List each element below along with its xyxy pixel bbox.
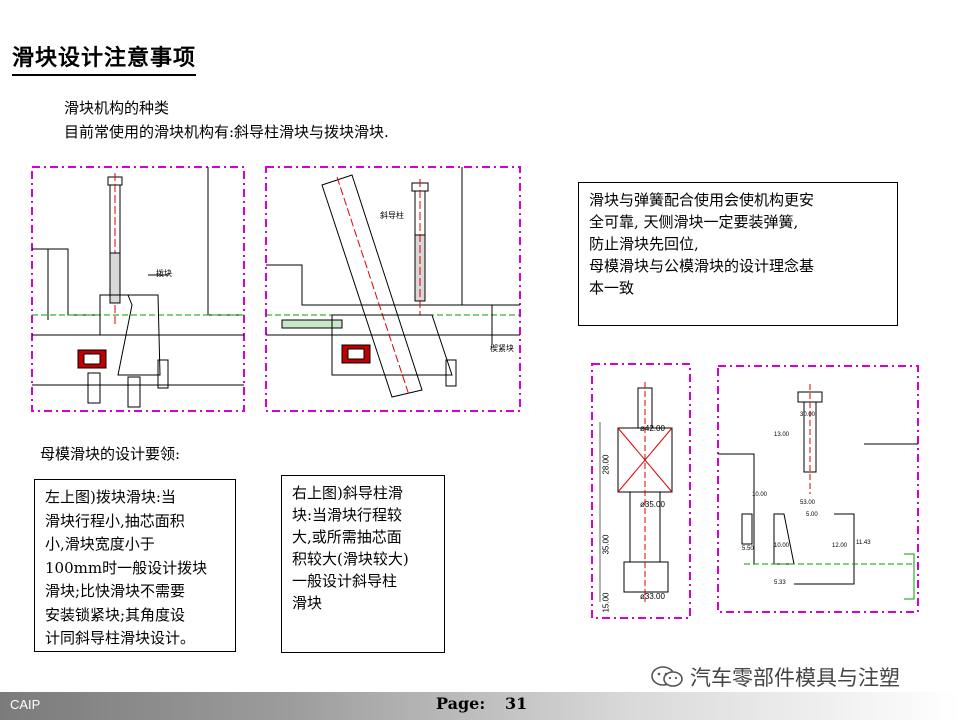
angle-pin-note: 右上图)斜导柱滑 块:当滑块行程较 大,或所需抽芯面 积较大(滑块较大) 一般设… (281, 475, 445, 653)
dim-b-2: 13.00 (774, 432, 790, 438)
figure-angle-pin-slider (265, 166, 521, 412)
callout-angle-pin: 斜导柱 (380, 211, 404, 220)
intro-text: 滑块机构的种类 目前常使用的滑块机构有:斜导柱滑块与拨块滑块. (64, 96, 389, 144)
dim-a-1: ø42.00 (640, 424, 665, 433)
page-label: Page: (436, 694, 486, 713)
dim-b-1: 30.00 (800, 412, 816, 418)
spring-note-line: 母模滑块与公模滑块的设计理念基 (589, 257, 815, 275)
dim-b-5: 5.00 (806, 512, 818, 518)
spring-note-line: 全可靠, 天侧滑块一定要装弹簧, (589, 213, 799, 231)
dim-a-3: ø35.00 (640, 500, 665, 509)
footer-bar (0, 692, 960, 720)
dim-a-2: 28.00 (601, 454, 611, 475)
block-slider-note: 左上图)拨块滑块:当 滑块行程小,抽芯面积 小,滑块宽度小于 100mm时一般设… (34, 479, 236, 652)
angle-note-line: 滑块 (292, 594, 323, 612)
spring-note-line: 本一致 (589, 279, 635, 297)
dim-b-6: 5.50 (742, 546, 754, 552)
page-number: 31 (505, 694, 528, 713)
dim-b-9: 11.43 (856, 540, 871, 546)
block-note-line: 滑块行程小,抽芯面积 (45, 511, 185, 530)
wechat-icon (651, 666, 683, 687)
callout-block: 拨块 (156, 269, 172, 278)
dim-a-4: 35.00 (601, 534, 611, 555)
dim-b-4: 53.00 (800, 500, 816, 506)
page-title: 滑块设计注意事项 (12, 40, 197, 76)
block-note-line: 小,滑块宽度小于 (45, 535, 155, 553)
angle-note-line: 积较大(滑块较大) (292, 550, 409, 568)
intro-line-1: 滑块机构的种类 (64, 99, 170, 117)
callout-wedge-block: 楔紧块 (490, 344, 514, 353)
dim-a-6: ø33.00 (640, 592, 665, 601)
watermark: 汽车零部件模具与注塑 (650, 662, 900, 692)
spring-note-line: 滑块与弹簧配合使用会使机构更安 (589, 191, 815, 209)
figure-dimension-b (717, 365, 919, 613)
dim-a-5: 15.00 (601, 592, 611, 613)
intro-line-2: 目前常使用的滑块机构有:斜导柱滑块与拨块滑块. (64, 123, 389, 141)
footer-caip: CAIP (10, 697, 41, 712)
block-note-line: 安装锁紧块;其角度设 (45, 605, 186, 624)
block-note-line: 滑块;比快滑块不需要 (45, 582, 186, 600)
figure-block-slider (31, 166, 245, 412)
spring-note-line: 防止滑块先回位, (589, 235, 699, 253)
spring-note: 滑块与弹簧配合使用会使机构更安 全可靠, 天侧滑块一定要装弹簧, 防止滑块先回位… (578, 182, 898, 326)
block-note-line: 左上图)拨块滑块:当 (45, 488, 176, 506)
angle-note-line: 一般设计斜导柱 (292, 572, 398, 590)
angle-note-line: 块:当滑块行程较 (292, 506, 403, 524)
figure-dimension-a (591, 363, 691, 619)
section-label: 母模滑块的设计要领: (40, 445, 181, 463)
block-note-line: 计同斜导柱滑块设计。 (45, 629, 196, 647)
dim-b-3: 10.00 (752, 492, 768, 498)
dim-b-10: 5.33 (774, 580, 786, 586)
watermark-text: 汽车零部件模具与注塑 (690, 666, 900, 690)
angle-note-line: 大,或所需抽芯面 (292, 528, 402, 546)
angle-note-line: 右上图)斜导柱滑 (292, 484, 403, 502)
block-note-line: 100mm时一般设计拨块 (45, 558, 208, 577)
dim-b-7: 10.00 (774, 543, 790, 549)
dim-b-8: 12.00 (832, 543, 848, 549)
